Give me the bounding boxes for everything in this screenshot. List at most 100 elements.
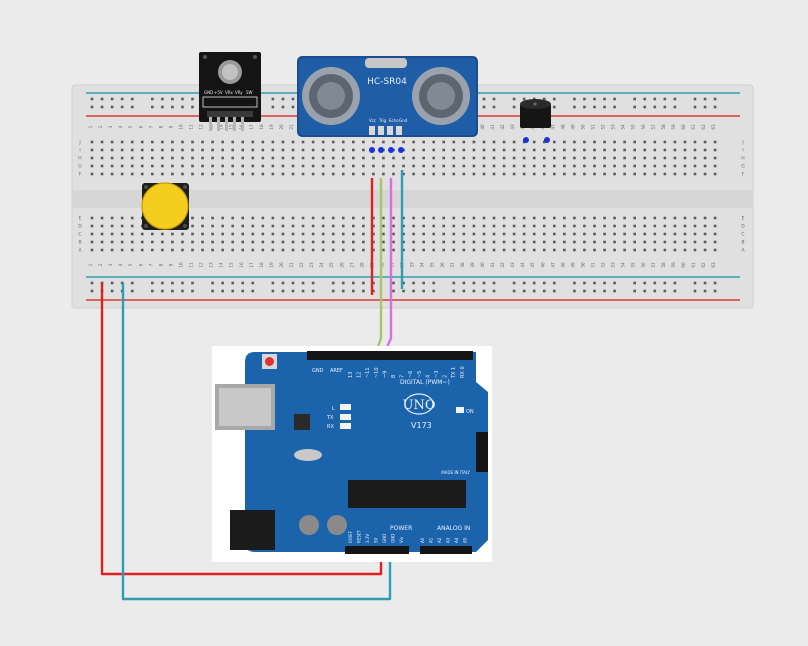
breadboard-hole[interactable] bbox=[211, 172, 214, 176]
breadboard-hole[interactable] bbox=[673, 289, 677, 293]
breadboard-hole[interactable] bbox=[402, 232, 405, 236]
breadboard-hole[interactable] bbox=[291, 289, 295, 293]
breadboard-hole[interactable] bbox=[241, 232, 245, 236]
breadboard-hole[interactable] bbox=[201, 224, 204, 228]
breadboard-hole[interactable] bbox=[161, 156, 164, 160]
breadboard-hole[interactable] bbox=[241, 240, 245, 244]
breadboard-hole[interactable] bbox=[573, 172, 576, 176]
breadboard-hole[interactable] bbox=[643, 156, 647, 160]
breadboard-hole[interactable] bbox=[271, 216, 275, 220]
breadboard-hole[interactable] bbox=[311, 240, 315, 244]
breadboard-hole[interactable] bbox=[502, 240, 506, 244]
breadboard-hole[interactable] bbox=[432, 156, 435, 160]
breadboard-hole[interactable] bbox=[703, 97, 707, 101]
breadboard-hole[interactable] bbox=[181, 172, 184, 176]
breadboard-hole[interactable] bbox=[512, 240, 516, 244]
breadboard-hole[interactable] bbox=[241, 216, 245, 220]
icsp-header[interactable] bbox=[476, 432, 488, 472]
breadboard-hole[interactable] bbox=[110, 240, 114, 244]
breadboard-hole[interactable] bbox=[693, 289, 697, 293]
breadboard-hole[interactable] bbox=[191, 281, 194, 285]
breadboard-hole[interactable] bbox=[362, 289, 365, 293]
breadboard-hole[interactable] bbox=[221, 216, 224, 220]
breadboard-hole[interactable] bbox=[331, 281, 335, 285]
breadboard-hole[interactable] bbox=[703, 140, 707, 144]
breadboard-hole[interactable] bbox=[422, 232, 425, 236]
breadboard-hole[interactable] bbox=[482, 248, 486, 252]
breadboard-hole[interactable] bbox=[221, 248, 224, 252]
breadboard-hole[interactable] bbox=[633, 156, 636, 160]
breadboard-hole[interactable] bbox=[422, 224, 425, 228]
breadboard-hole[interactable] bbox=[341, 216, 345, 220]
breadboard-hole[interactable] bbox=[522, 248, 526, 252]
breadboard-hole[interactable] bbox=[140, 172, 144, 176]
breadboard-hole[interactable] bbox=[542, 240, 546, 244]
breadboard-hole[interactable] bbox=[603, 216, 606, 220]
breadboard-hole[interactable] bbox=[613, 97, 616, 101]
breadboard-hole[interactable] bbox=[713, 105, 717, 109]
breadboard-hole[interactable] bbox=[352, 140, 355, 144]
breadboard-hole[interactable] bbox=[563, 172, 566, 176]
breadboard-hole[interactable] bbox=[201, 248, 204, 252]
breadboard-hole[interactable] bbox=[422, 240, 425, 244]
breadboard-hole[interactable] bbox=[321, 140, 325, 144]
breadboard-hole[interactable] bbox=[462, 240, 466, 244]
breadboard-hole[interactable] bbox=[673, 156, 677, 160]
breadboard-hole[interactable] bbox=[593, 172, 596, 176]
breadboard-hole[interactable] bbox=[161, 232, 164, 236]
breadboard-hole[interactable] bbox=[633, 281, 636, 285]
breadboard-hole[interactable] bbox=[512, 148, 516, 152]
breadboard-hole[interactable] bbox=[713, 216, 717, 220]
breadboard-hole[interactable] bbox=[663, 248, 667, 252]
breadboard-hole[interactable] bbox=[382, 156, 385, 160]
breadboard-hole[interactable] bbox=[663, 224, 667, 228]
breadboard-hole[interactable] bbox=[281, 105, 285, 109]
breadboard-hole[interactable] bbox=[271, 289, 275, 293]
breadboard-hole[interactable] bbox=[130, 97, 134, 101]
breadboard-hole[interactable] bbox=[362, 240, 365, 244]
breadboard-hole[interactable] bbox=[382, 164, 385, 168]
breadboard-hole[interactable] bbox=[251, 224, 255, 228]
breadboard-hole[interactable] bbox=[171, 281, 174, 285]
breadboard-hole[interactable] bbox=[372, 156, 375, 160]
breadboard-hole[interactable] bbox=[120, 140, 124, 144]
breadboard-hole[interactable] bbox=[362, 248, 365, 252]
breadboard-hole[interactable] bbox=[623, 148, 626, 152]
breadboard-hole[interactable] bbox=[90, 289, 94, 293]
breadboard-hole[interactable] bbox=[542, 156, 546, 160]
breadboard-hole[interactable] bbox=[191, 232, 194, 236]
breadboard-hole[interactable] bbox=[261, 156, 265, 160]
breadboard-hole[interactable] bbox=[151, 148, 154, 152]
breadboard-hole[interactable] bbox=[191, 289, 194, 293]
breadboard-hole[interactable] bbox=[663, 281, 667, 285]
breadboard-hole[interactable] bbox=[583, 240, 586, 244]
breadboard-hole[interactable] bbox=[271, 105, 275, 109]
breadboard-hole[interactable] bbox=[553, 156, 556, 160]
breadboard-hole[interactable] bbox=[573, 240, 576, 244]
breadboard-hole[interactable] bbox=[492, 156, 496, 160]
breadboard-hole[interactable] bbox=[392, 240, 395, 244]
breadboard-hole[interactable] bbox=[281, 172, 285, 176]
breadboard-hole[interactable] bbox=[412, 156, 415, 160]
breadboard-hole[interactable] bbox=[653, 289, 657, 293]
breadboard-hole[interactable] bbox=[281, 164, 285, 168]
breadboard-hole[interactable] bbox=[100, 172, 104, 176]
breadboard-hole[interactable] bbox=[542, 148, 546, 152]
breadboard-hole[interactable] bbox=[462, 248, 466, 252]
breadboard-hole[interactable] bbox=[412, 240, 415, 244]
breadboard-hole[interactable] bbox=[221, 156, 224, 160]
breadboard-hole[interactable] bbox=[442, 248, 446, 252]
breadboard-hole[interactable] bbox=[482, 232, 486, 236]
breadboard-hole[interactable] bbox=[563, 156, 566, 160]
breadboard-hole[interactable] bbox=[281, 248, 285, 252]
breadboard-hole[interactable] bbox=[663, 232, 667, 236]
breadboard-hole[interactable] bbox=[261, 240, 265, 244]
breadboard-hole[interactable] bbox=[321, 156, 325, 160]
breadboard-hole[interactable] bbox=[593, 97, 596, 101]
breadboard-hole[interactable] bbox=[130, 289, 134, 293]
breadboard-hole[interactable] bbox=[110, 281, 114, 285]
breadboard-hole[interactable] bbox=[623, 140, 626, 144]
breadboard-hole[interactable] bbox=[191, 140, 194, 144]
breadboard-hole[interactable] bbox=[492, 281, 496, 285]
breadboard-hole[interactable] bbox=[583, 224, 586, 228]
